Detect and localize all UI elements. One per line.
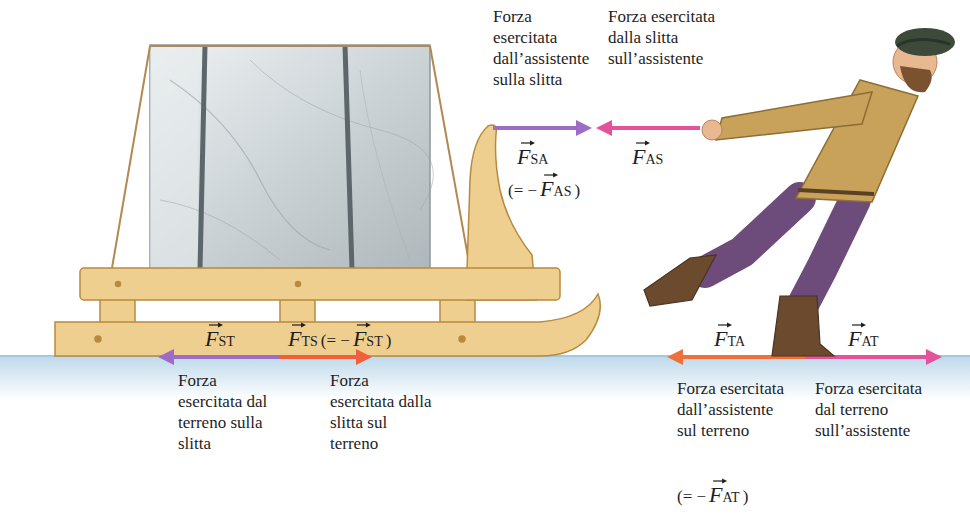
force-symbol-group: FAT xyxy=(848,320,879,352)
force-arrow-at-part xyxy=(926,349,942,365)
vector-symbol: FAS xyxy=(540,170,571,202)
vector-arrowhead xyxy=(301,323,306,328)
equation-part: ) xyxy=(386,330,392,351)
vector-arrowhead xyxy=(366,323,371,328)
rope-frame-part xyxy=(430,46,470,268)
vector-symbol: FTS xyxy=(288,320,318,352)
force-label: Forza esercitata dall’assistente sulla s… xyxy=(493,6,599,90)
force-symbol-group: (= −FAT) xyxy=(677,476,748,508)
force-arrow-sa-part xyxy=(576,120,592,136)
vector-symbol: FAS xyxy=(632,138,663,170)
vector-symbol: FAT xyxy=(709,476,740,508)
force-label: Forza esercitata dal terreno sulla slitt… xyxy=(178,370,284,454)
force-arrow-st xyxy=(158,349,280,365)
force-symbol-group: FST xyxy=(205,320,235,352)
force-arrow-as-part xyxy=(610,126,700,130)
force-arrow-as-part xyxy=(596,120,612,136)
sled-part xyxy=(280,298,315,324)
assistant-figure-part xyxy=(800,200,855,310)
sled-part xyxy=(116,282,121,287)
assistant-figure-part xyxy=(897,39,950,46)
force-description: Forza esercitata dal terreno sull’assist… xyxy=(815,378,927,441)
assistant-figure xyxy=(644,28,955,356)
equation-part: (= − xyxy=(321,330,350,351)
sled-part xyxy=(100,298,135,324)
force-arrow-ta-part xyxy=(667,349,683,365)
force-arrow-sa xyxy=(493,120,592,136)
sled-part xyxy=(95,336,101,342)
assistant-figure-part xyxy=(772,296,834,356)
vector-symbol: FST xyxy=(205,320,235,352)
force-arrow-st-part xyxy=(158,349,174,365)
force-symbol-group: FTA xyxy=(714,320,745,352)
force-description: Forza esercitata dalla slitta sull’assis… xyxy=(608,6,720,69)
marble-block-part xyxy=(150,45,430,270)
assistant-figure-part xyxy=(644,255,716,306)
force-arrow-ts xyxy=(280,349,372,365)
sled-part xyxy=(459,336,465,342)
force-label: Forza esercitata dalla slitta sull’assis… xyxy=(608,6,720,69)
vector-symbol: FSA xyxy=(517,138,548,170)
force-arrow-as xyxy=(596,120,700,136)
force-arrow-sa-part xyxy=(493,126,578,130)
marble-block-part xyxy=(200,45,205,270)
force-label: Forza esercitata dalla slitta sul terren… xyxy=(330,370,436,454)
sled-part xyxy=(296,282,301,287)
force-description: Forza esercitata dalla slitta sul terren… xyxy=(330,370,436,454)
vector-arrowhead xyxy=(722,479,727,484)
vector-symbol: FST xyxy=(353,320,383,352)
vector-arrowhead xyxy=(530,141,535,146)
force-arrow-st-part xyxy=(172,355,280,359)
assistant-figure-part xyxy=(716,92,872,140)
marble-block-part xyxy=(345,45,352,270)
rope-frame xyxy=(112,46,470,268)
equation-part: (= − xyxy=(508,180,537,201)
vector-arrowhead xyxy=(645,141,650,146)
assistant-figure-part xyxy=(702,120,722,140)
vector-arrows xyxy=(209,141,866,484)
force-description: Forza esercitata dall’assistente sul ter… xyxy=(677,378,789,441)
vector-arrowhead xyxy=(861,323,866,328)
sled-part xyxy=(80,268,560,300)
equation-part: (= − xyxy=(677,486,706,507)
sled xyxy=(55,125,600,356)
force-arrow-ts-part xyxy=(280,355,358,359)
marble-block-part xyxy=(150,45,198,270)
assistant-figure-part xyxy=(895,28,955,56)
equation-part: ) xyxy=(743,486,749,507)
vector-symbol: FAT xyxy=(848,320,879,352)
vector-arrowhead xyxy=(553,173,558,178)
force-label: Forza esercitata dall’assistente sul ter… xyxy=(677,378,789,441)
rope-frame-part xyxy=(150,45,430,47)
force-label: Forza esercitata dal terreno sull’assist… xyxy=(815,378,927,441)
marble-block-part xyxy=(250,60,433,210)
assistant-figure-part xyxy=(900,66,932,92)
force-arrow-ts-part xyxy=(356,349,372,365)
force-symbol-group: (= −FAS) xyxy=(508,170,580,202)
vector-arrowhead xyxy=(218,323,223,328)
equation-part: ) xyxy=(574,180,580,201)
sled-part xyxy=(440,298,475,324)
marble-block-part xyxy=(160,200,280,260)
rope-frame-part xyxy=(112,46,150,268)
vector-arrowhead xyxy=(727,323,732,328)
force-description: Forza esercitata dall’assistente sulla s… xyxy=(493,6,599,90)
force-description: Forza esercitata dal terreno sulla slitt… xyxy=(178,370,284,454)
force-symbol-group: FAS xyxy=(632,138,663,170)
sled-part xyxy=(55,294,600,356)
force-symbol-group: FSA xyxy=(517,138,548,170)
vector-symbol: FTA xyxy=(714,320,745,352)
marble-block xyxy=(150,45,433,270)
assistant-figure-part xyxy=(705,198,800,272)
assistant-figure-part xyxy=(798,190,874,194)
force-symbol-group: FTS(= −FST) xyxy=(288,320,391,352)
marble-block-part xyxy=(360,70,410,260)
marble-block-part xyxy=(170,80,330,250)
